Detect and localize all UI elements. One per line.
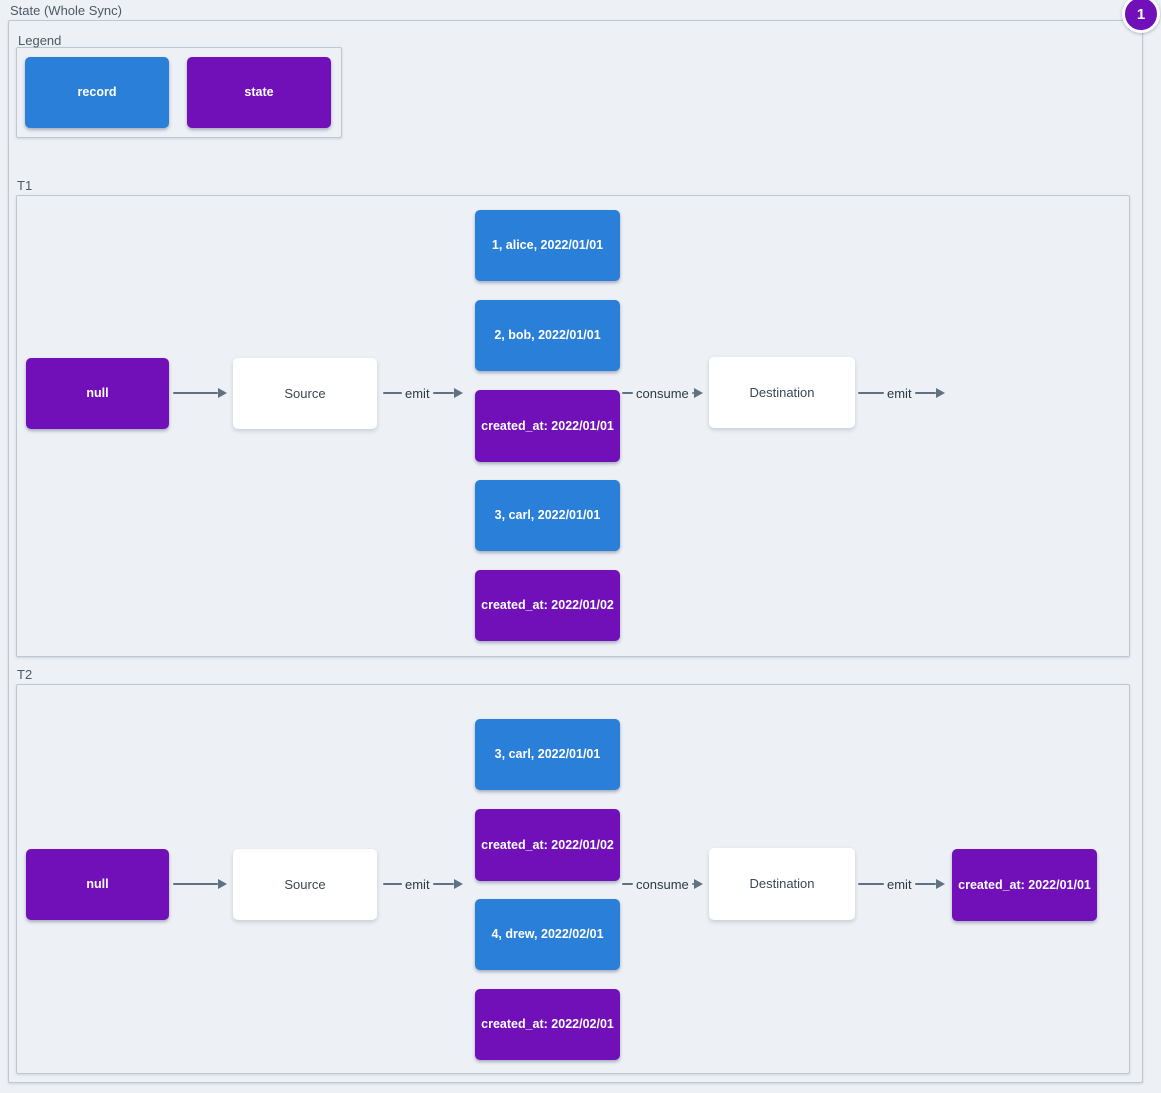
t2-emit-out-arrow: emit [858, 876, 945, 892]
arrow-line [858, 392, 884, 394]
section-t2-frame [16, 684, 1130, 1074]
emit-arrow-label: emit [405, 385, 430, 401]
t2-source-node: Source [233, 849, 377, 920]
arrow-line [858, 883, 884, 885]
t2-null-to-source-arrow [173, 876, 227, 892]
t1-initial-state-node: null [26, 358, 169, 429]
arrow-head-icon [454, 388, 463, 398]
arrow-line [432, 883, 454, 885]
consume-arrow-label: consume [636, 385, 689, 401]
section-t2-label: T2 [17, 667, 33, 682]
arrow-head-icon [218, 879, 227, 889]
consume-arrow-label: consume [636, 876, 689, 892]
t1-stack-node-4: 3, carl, 2022/01/01 [475, 480, 620, 551]
arrow-line [173, 392, 218, 394]
t2-stack-node-4: created_at: 2022/02/01 [475, 989, 620, 1060]
arrow-head-icon [694, 388, 703, 398]
t1-null-to-source-arrow [173, 385, 227, 401]
arrow-line [173, 883, 218, 885]
legend-record-node: record [25, 57, 169, 128]
arrow-line [914, 883, 936, 885]
t1-source-node: Source [233, 358, 377, 429]
arrow-line [691, 883, 694, 885]
legend-frame [16, 47, 342, 138]
t1-emit-arrow: emit [383, 385, 463, 401]
t2-consume-arrow: consume [622, 876, 703, 892]
t1-stack-node-1: 1, alice, 2022/01/01 [475, 210, 620, 281]
t1-emit-out-arrow: emit [858, 385, 945, 401]
t2-emit-arrow: emit [383, 876, 463, 892]
arrow-head-icon [218, 388, 227, 398]
emit-arrow-label: emit [887, 876, 912, 892]
legend-state-node: state [187, 57, 331, 128]
arrow-line [622, 392, 633, 394]
arrow-head-icon [694, 879, 703, 889]
t2-initial-state-node: null [26, 849, 169, 920]
t1-stack-node-2: 2, bob, 2022/01/01 [475, 300, 620, 371]
section-t1-label: T1 [17, 178, 33, 193]
section-t1-frame [16, 195, 1130, 657]
t1-stack-node-3: created_at: 2022/01/01 [475, 390, 620, 462]
arrow-line [383, 883, 402, 885]
state-whole-sync-frame [8, 20, 1143, 1083]
t2-stack-node-3: 4, drew, 2022/02/01 [475, 899, 620, 970]
t2-stack-node-2: created_at: 2022/01/02 [475, 809, 620, 881]
t1-consume-arrow: consume [622, 385, 703, 401]
diagram-title: State (Whole Sync) [10, 3, 122, 18]
arrow-head-icon [936, 879, 945, 889]
t2-destination-node: Destination [709, 848, 855, 920]
t1-stack-node-5: created_at: 2022/01/02 [475, 570, 620, 641]
t2-output-state-node: created_at: 2022/01/01 [952, 849, 1097, 921]
arrow-line [914, 392, 936, 394]
legend-label: Legend [18, 33, 62, 48]
arrow-line [432, 392, 454, 394]
arrow-line [622, 883, 633, 885]
emit-arrow-label: emit [887, 385, 912, 401]
arrow-line [383, 392, 402, 394]
t1-destination-node: Destination [709, 357, 855, 428]
arrow-line [691, 392, 694, 394]
arrow-head-icon [454, 879, 463, 889]
t2-stack-node-1: 3, carl, 2022/01/01 [475, 719, 620, 790]
arrow-head-icon [936, 388, 945, 398]
emit-arrow-label: emit [405, 876, 430, 892]
annotation-badge: 1 [1122, 0, 1160, 33]
